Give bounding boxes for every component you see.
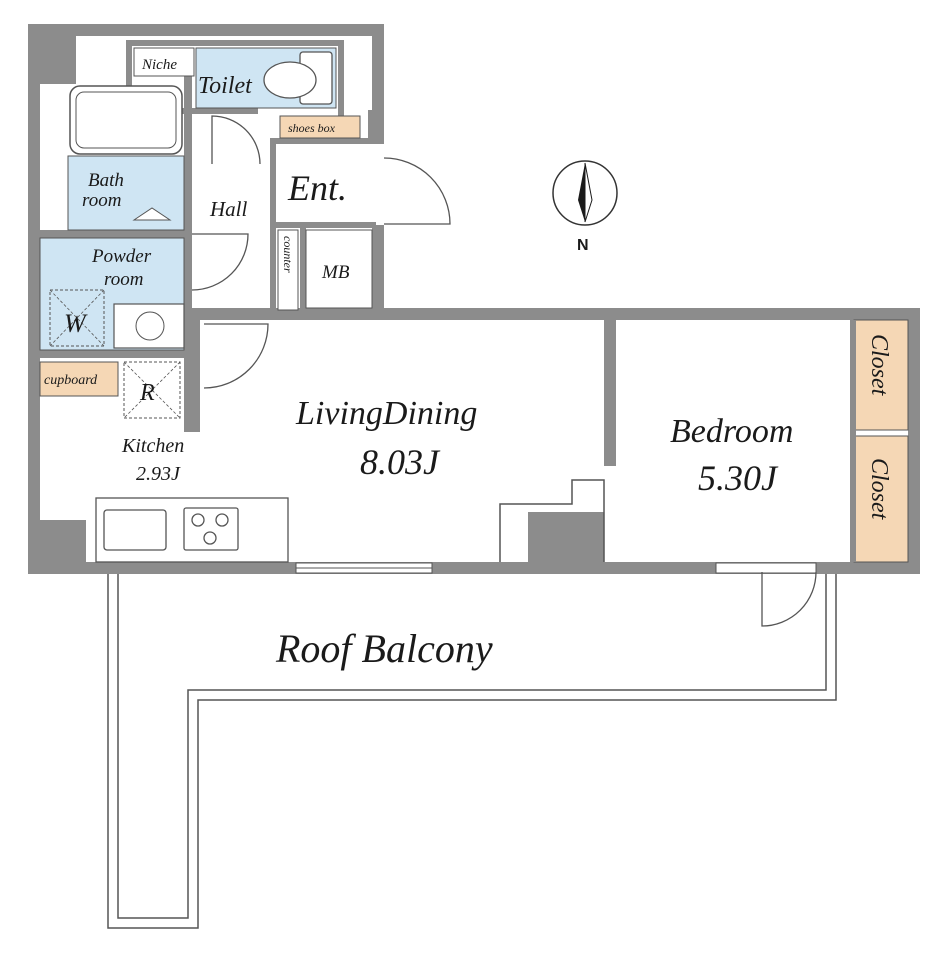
mb-box [305, 229, 373, 309]
doors [191, 115, 817, 627]
living-name-label: LivingDining [295, 395, 477, 432]
closets [850, 319, 909, 563]
washer-label: W [64, 309, 88, 338]
roof-balcony-outline [107, 571, 837, 929]
powder-sink [113, 303, 185, 349]
living-step-wall [499, 479, 605, 562]
compass-north-label: N [577, 237, 589, 254]
kitchen-size-label: 2.93J [136, 463, 181, 485]
roof-balcony-label: Roof Balcony [275, 626, 493, 671]
bedroom-name-label: Bedroom [670, 413, 793, 450]
fridge-box [123, 361, 181, 419]
living-size-label: 8.03J [360, 442, 441, 482]
powder-label-2: room [104, 269, 143, 290]
counter [277, 229, 299, 311]
bath-label-2: room [82, 190, 121, 211]
compass [552, 160, 618, 226]
shoes-box-label: shoes box [288, 121, 336, 135]
closet-2-label: Closet [866, 458, 892, 521]
mb-label: MB [321, 262, 350, 283]
interior-walls [40, 40, 616, 466]
fridge-label: R [139, 380, 155, 406]
counter-label: counter [281, 236, 295, 273]
bedroom-size-label: 5.30J [698, 458, 779, 498]
shoes-box [279, 115, 361, 139]
hall-label: Hall [209, 197, 248, 221]
entrance-label: Ent. [287, 168, 347, 208]
kitchen-name-label: Kitchen [121, 435, 184, 457]
washer-box [49, 289, 105, 347]
bathtub [69, 85, 183, 155]
cupboard [39, 361, 119, 397]
closet-1-label: Closet [866, 334, 892, 397]
window-openings [295, 562, 817, 574]
cupboard-label: cupboard [44, 373, 98, 388]
niche-label: Niche [141, 57, 177, 73]
bath-label-1: Bath [88, 170, 124, 191]
toilet-label: Toilet [198, 73, 253, 99]
exterior-walls [28, 24, 920, 574]
toilet-fixture [263, 51, 333, 105]
kitchen-counter [95, 497, 289, 563]
powder-label-1: Powder [91, 246, 152, 267]
